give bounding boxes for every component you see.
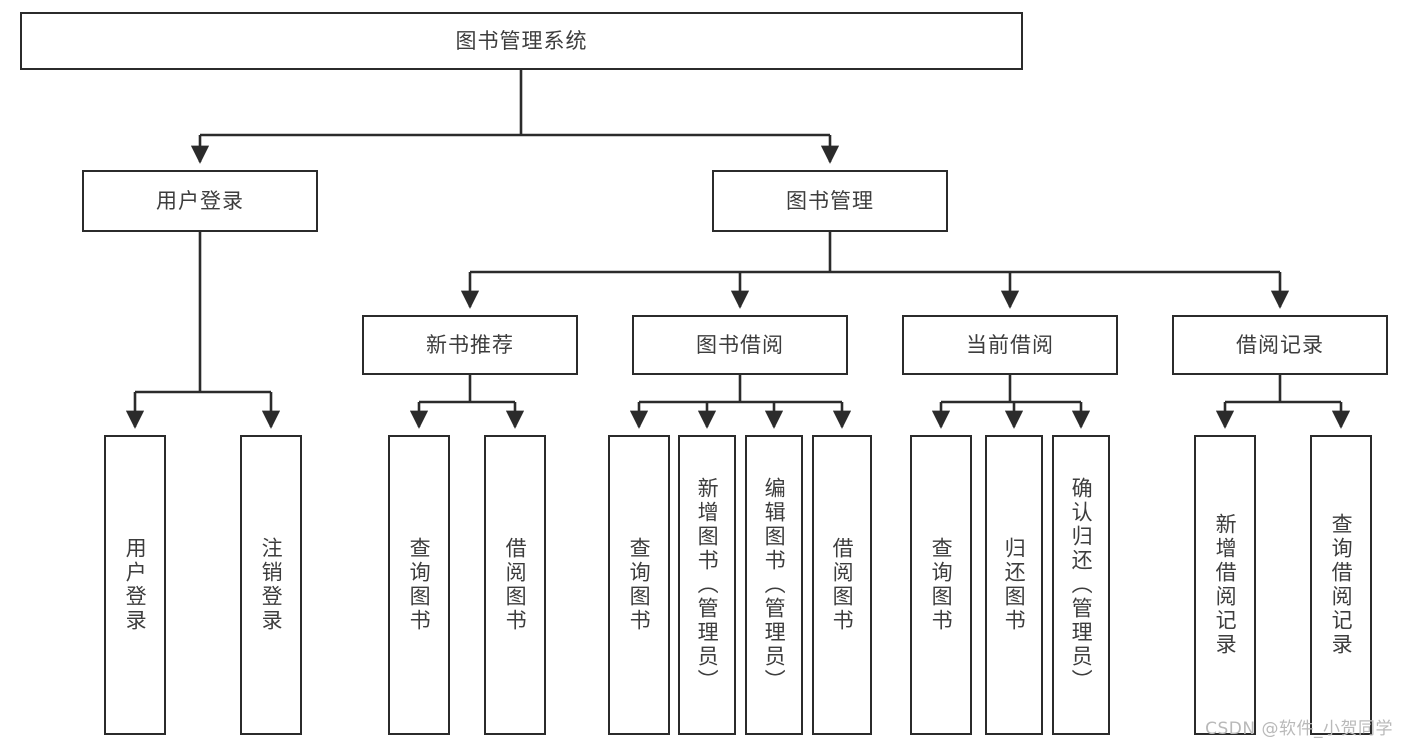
node-label: 借阅图书: [830, 537, 855, 633]
node-label: 图书管理系统: [455, 28, 588, 53]
node-leaf-query-book-2[interactable]: 查询图书: [608, 435, 670, 735]
node-label: 用户登录: [156, 188, 244, 213]
node-label: 当前借阅: [966, 332, 1054, 357]
node-book-borrow[interactable]: 图书借阅: [632, 315, 848, 375]
node-label: 图书借阅: [696, 332, 784, 357]
node-label: 查询图书: [407, 537, 432, 633]
node-new-book-rec[interactable]: 新书推荐: [362, 315, 578, 375]
node-label: 新书推荐: [426, 332, 514, 357]
node-user-login[interactable]: 用户登录: [82, 170, 318, 232]
node-label: 借阅图书: [503, 537, 528, 633]
node-label: 确认归还（管理员）: [1069, 477, 1094, 693]
node-label: 查询借阅记录: [1329, 513, 1354, 657]
node-leaf-user-logout[interactable]: 注销登录: [240, 435, 302, 735]
node-borrow-record[interactable]: 借阅记录: [1172, 315, 1388, 375]
node-leaf-borrow-book-1[interactable]: 借阅图书: [484, 435, 546, 735]
node-leaf-return-book[interactable]: 归还图书: [985, 435, 1043, 735]
node-leaf-borrow-book-2[interactable]: 借阅图书: [812, 435, 872, 735]
csdn-watermark: CSDN @软件_小贺同学: [1205, 719, 1393, 739]
node-label: 归还图书: [1002, 537, 1027, 633]
node-book-manage[interactable]: 图书管理: [712, 170, 948, 232]
node-current-borrow[interactable]: 当前借阅: [902, 315, 1118, 375]
node-label: 注销登录: [259, 537, 284, 633]
node-leaf-user-login[interactable]: 用户登录: [104, 435, 166, 735]
node-leaf-add-book[interactable]: 新增图书（管理员）: [678, 435, 736, 735]
node-leaf-confirm-return[interactable]: 确认归还（管理员）: [1052, 435, 1110, 735]
node-leaf-query-book-3[interactable]: 查询图书: [910, 435, 972, 735]
node-label: 借阅记录: [1236, 332, 1324, 357]
node-label: 用户登录: [123, 537, 148, 633]
node-leaf-query-book-1[interactable]: 查询图书: [388, 435, 450, 735]
node-label: 查询图书: [929, 537, 954, 633]
node-leaf-query-record[interactable]: 查询借阅记录: [1310, 435, 1372, 735]
node-leaf-edit-book[interactable]: 编辑图书（管理员）: [745, 435, 803, 735]
node-label: 图书管理: [786, 188, 874, 213]
node-label: 编辑图书（管理员）: [762, 477, 787, 693]
node-label: 新增借阅记录: [1213, 513, 1238, 657]
node-root-system[interactable]: 图书管理系统: [20, 12, 1023, 70]
node-label: 查询图书: [627, 537, 652, 633]
node-leaf-add-record[interactable]: 新增借阅记录: [1194, 435, 1256, 735]
node-label: 新增图书（管理员）: [695, 477, 720, 693]
